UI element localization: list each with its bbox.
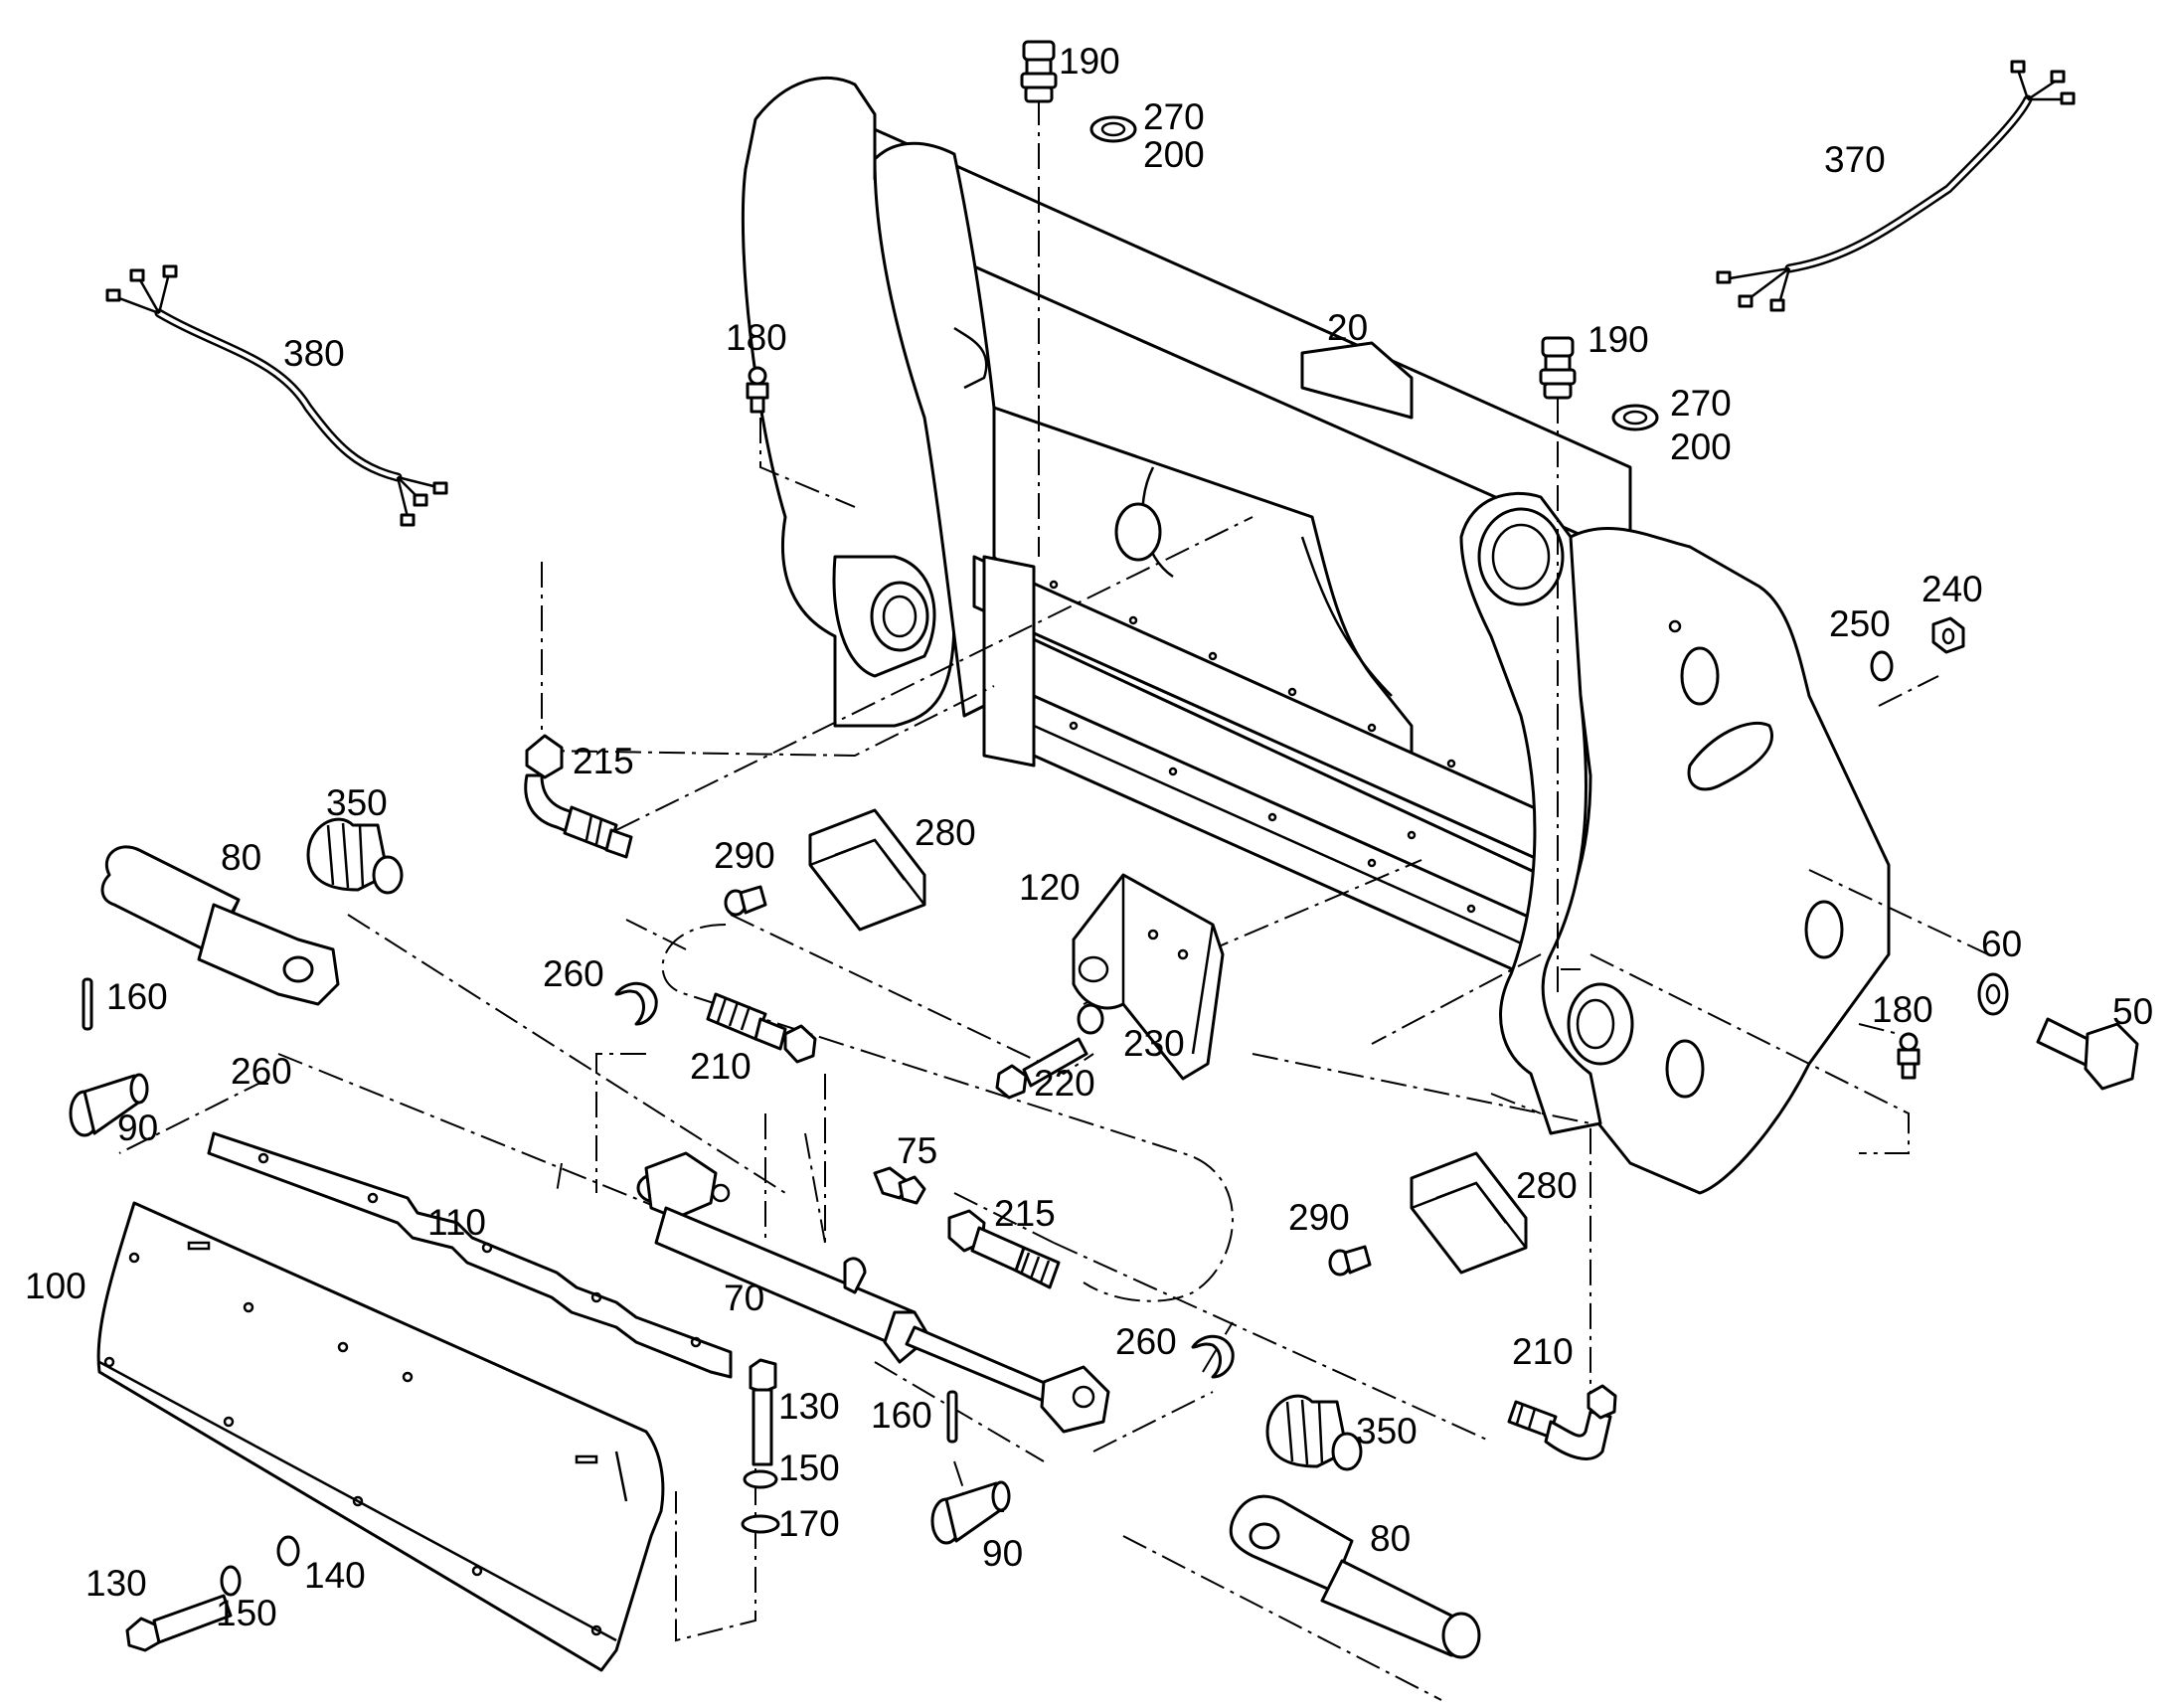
washer-150-vertical xyxy=(743,1469,778,1489)
label-90-right: 90 xyxy=(982,1533,1023,1574)
label-280-upper: 280 xyxy=(915,812,976,853)
quick-coupler-frame xyxy=(741,77,1891,1195)
label-90-left: 90 xyxy=(117,1108,158,1148)
washer-270-top xyxy=(1089,115,1137,143)
label-200-top: 200 xyxy=(1143,134,1205,175)
label-240: 240 xyxy=(1922,569,1983,609)
label-60: 60 xyxy=(1981,924,2022,964)
washer-140 xyxy=(276,1535,300,1567)
label-250: 250 xyxy=(1829,603,1891,644)
label-190-right: 190 xyxy=(1588,319,1649,360)
label-150-vertical: 150 xyxy=(778,1448,840,1488)
label-80-lower: 80 xyxy=(1370,1518,1411,1559)
washer-150-lower xyxy=(220,1565,242,1597)
label-20: 20 xyxy=(1327,307,1368,348)
label-290-upper: 290 xyxy=(714,835,775,876)
beam-holes xyxy=(1049,580,1476,914)
label-110: 110 xyxy=(427,1202,486,1243)
grease-fitting-190-right xyxy=(1539,336,1577,400)
label-120: 120 xyxy=(1019,867,1081,908)
hydraulic-hose-215-lower xyxy=(947,1209,1061,1289)
label-270-right: 270 xyxy=(1670,383,1732,424)
bolt-220 xyxy=(995,1037,1088,1100)
grease-nipple-180-right xyxy=(1897,1032,1921,1080)
label-160-left: 160 xyxy=(106,976,168,1017)
washer-60 xyxy=(1977,972,2009,1016)
label-180-right: 180 xyxy=(1872,989,1933,1030)
label-260-upper: 260 xyxy=(543,953,604,994)
bracket-120 xyxy=(1072,873,1225,1081)
grease-fitting-190-top xyxy=(1020,40,1058,103)
pin-90-left xyxy=(69,1073,149,1137)
pin-80-lower xyxy=(1229,1494,1481,1659)
washer-170 xyxy=(741,1514,780,1534)
label-150-lower: 150 xyxy=(216,1593,277,1633)
roll-pin-160-right xyxy=(946,1390,958,1444)
label-370: 370 xyxy=(1824,139,1886,180)
label-220: 220 xyxy=(1034,1063,1095,1104)
label-180-left: 180 xyxy=(726,317,787,358)
retaining-ring-260-right xyxy=(1191,1334,1235,1379)
cover-strip-110 xyxy=(207,1131,733,1379)
label-140: 140 xyxy=(304,1555,366,1596)
label-230: 230 xyxy=(1123,1023,1185,1064)
bolt-130-vertical xyxy=(749,1358,777,1466)
wire-harness-370 xyxy=(1716,60,2076,312)
cover-plate-100 xyxy=(96,1201,665,1672)
pin-90-right xyxy=(930,1480,1011,1545)
adapter-75 xyxy=(873,1166,926,1205)
label-80-upper: 80 xyxy=(221,837,261,878)
label-260-mid: 260 xyxy=(231,1051,292,1092)
part-labels: 190 270 200 20 190 270 200 370 380 180 2… xyxy=(25,41,2153,1633)
label-215-upper: 215 xyxy=(573,741,634,781)
label-75: 75 xyxy=(897,1130,937,1171)
label-210-right: 210 xyxy=(1512,1331,1574,1372)
bolt-130-lower xyxy=(125,1594,233,1652)
nut-240 xyxy=(1931,616,1965,654)
label-190-top: 190 xyxy=(1059,41,1120,82)
bolt-50 xyxy=(2036,1017,2139,1091)
label-290-lower: 290 xyxy=(1288,1197,1350,1238)
hydraulic-hose-215-upper xyxy=(524,734,633,859)
label-270-top: 270 xyxy=(1143,96,1205,137)
hose-routing-outline xyxy=(661,924,1234,1302)
label-350-upper: 350 xyxy=(326,782,388,823)
label-130-lower: 130 xyxy=(85,1563,147,1604)
label-170: 170 xyxy=(778,1503,840,1544)
label-70: 70 xyxy=(724,1278,764,1318)
label-50: 50 xyxy=(2112,991,2153,1032)
label-160-right: 160 xyxy=(871,1395,932,1436)
wire-harness-380 xyxy=(105,264,448,527)
label-215-lower: 215 xyxy=(994,1193,1056,1234)
retaining-ring-260-left xyxy=(614,981,658,1026)
screw-290-lower xyxy=(1328,1245,1372,1277)
plug-350-upper xyxy=(306,817,404,895)
roll-pin-160-left xyxy=(82,977,93,1031)
plug-350-lower xyxy=(1265,1394,1363,1471)
label-350-lower: 350 xyxy=(1356,1411,1418,1452)
label-100: 100 xyxy=(25,1266,86,1306)
washer-230 xyxy=(1077,1003,1104,1035)
label-380: 380 xyxy=(283,333,345,374)
hydraulic-hose-210-right xyxy=(1507,1384,1617,1460)
pin-80-upper xyxy=(100,845,340,1006)
washer-250 xyxy=(1870,650,1894,682)
hydraulic-cylinder-70 xyxy=(636,1151,1110,1434)
hydraulic-hose-210-left xyxy=(706,992,817,1064)
label-210-left: 210 xyxy=(690,1046,752,1087)
label-260-lower: 260 xyxy=(1115,1321,1177,1362)
wear-block-280-upper xyxy=(808,808,926,932)
label-130-vertical: 130 xyxy=(778,1386,840,1427)
label-280-lower: 280 xyxy=(1516,1165,1578,1206)
grease-nipple-180-left xyxy=(746,366,769,414)
washer-270-right xyxy=(1611,404,1659,431)
screw-290-upper xyxy=(724,885,767,917)
label-200-right: 200 xyxy=(1670,427,1732,467)
wear-block-280-lower xyxy=(1410,1151,1528,1275)
